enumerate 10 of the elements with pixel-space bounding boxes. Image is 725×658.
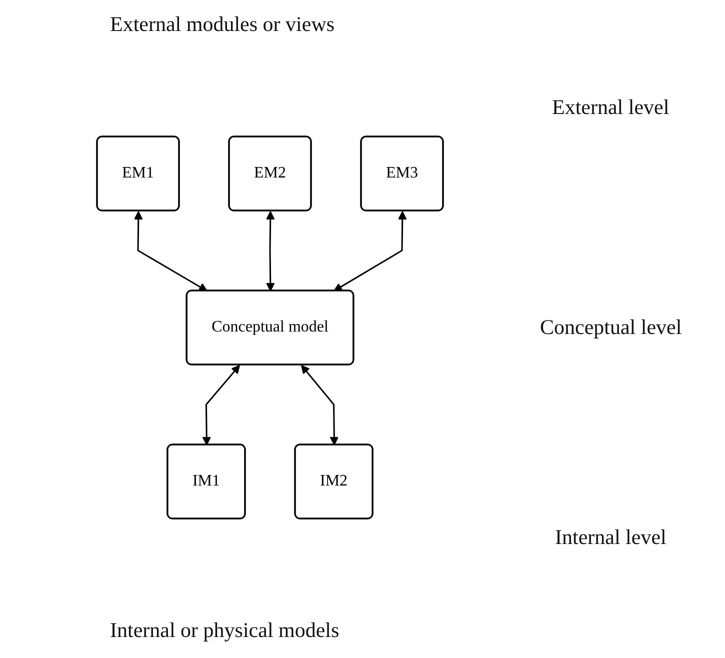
arrow bbox=[301, 364, 339, 446]
arrow bbox=[134, 211, 208, 292]
arrow bbox=[202, 364, 240, 446]
caption-text: Internal or physical models bbox=[110, 618, 340, 643]
level-label: Conceptual level bbox=[540, 315, 682, 340]
arrow bbox=[266, 211, 275, 292]
level-label: Internal level bbox=[555, 525, 666, 550]
heading: External modules or views bbox=[110, 12, 335, 37]
arrow bbox=[334, 211, 407, 292]
level-label: External level bbox=[552, 95, 670, 120]
